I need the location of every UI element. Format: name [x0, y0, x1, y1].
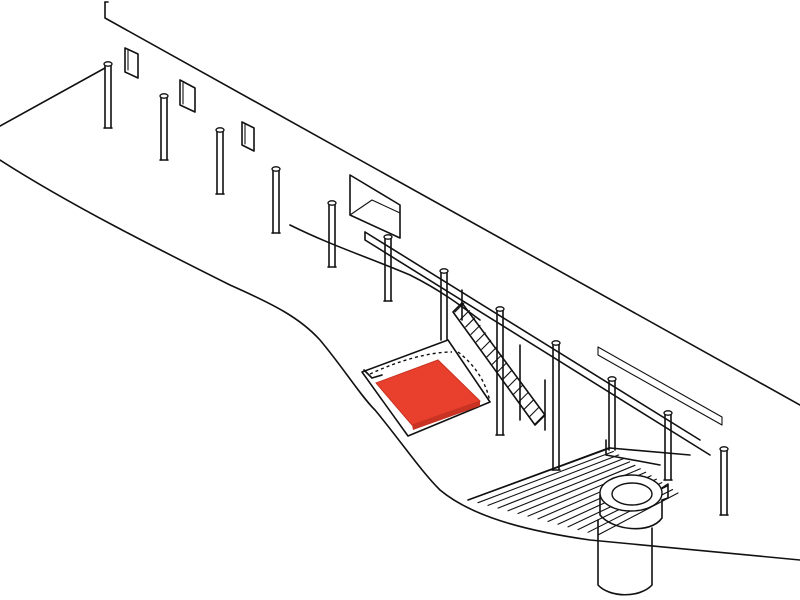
ground-plane [0, 67, 800, 561]
stair-tread [502, 369, 513, 380]
post [383, 234, 393, 302]
stair-tread [513, 384, 524, 395]
amphitheatre-step-line [597, 492, 679, 536]
post [159, 93, 169, 161]
post [439, 268, 449, 341]
round-kiosk [597, 439, 669, 596]
descending-stair [452, 289, 546, 431]
stair-tread [507, 377, 518, 388]
amphitheatre-step-line [497, 457, 625, 509]
stair-tread [491, 354, 502, 365]
stair-tread [523, 399, 534, 410]
railing [289, 224, 723, 456]
post [327, 200, 337, 268]
stair-tread [486, 347, 497, 358]
highlighted-panel [375, 359, 481, 430]
back-wall [104, 1, 800, 406]
stair-tread [534, 414, 545, 425]
amphitheatre-step-line [487, 454, 620, 506]
post [103, 61, 113, 129]
stair-tread [481, 339, 492, 350]
post [271, 166, 281, 234]
amphitheatre-step-line [517, 464, 636, 515]
post [663, 410, 673, 481]
stair-tread [529, 406, 540, 418]
stair-tread [475, 332, 486, 343]
wall-openings [124, 47, 401, 239]
post [495, 306, 505, 436]
stair-tread [470, 324, 481, 335]
stair-tread [497, 362, 508, 373]
post [607, 376, 617, 451]
amphitheatre-step-line [507, 461, 631, 512]
posts [103, 61, 729, 516]
post [215, 127, 225, 195]
hatch-opening [361, 339, 491, 437]
amphitheatre-step-line [477, 450, 614, 504]
post [551, 340, 561, 471]
post [719, 446, 729, 516]
stair-tread [465, 317, 476, 328]
